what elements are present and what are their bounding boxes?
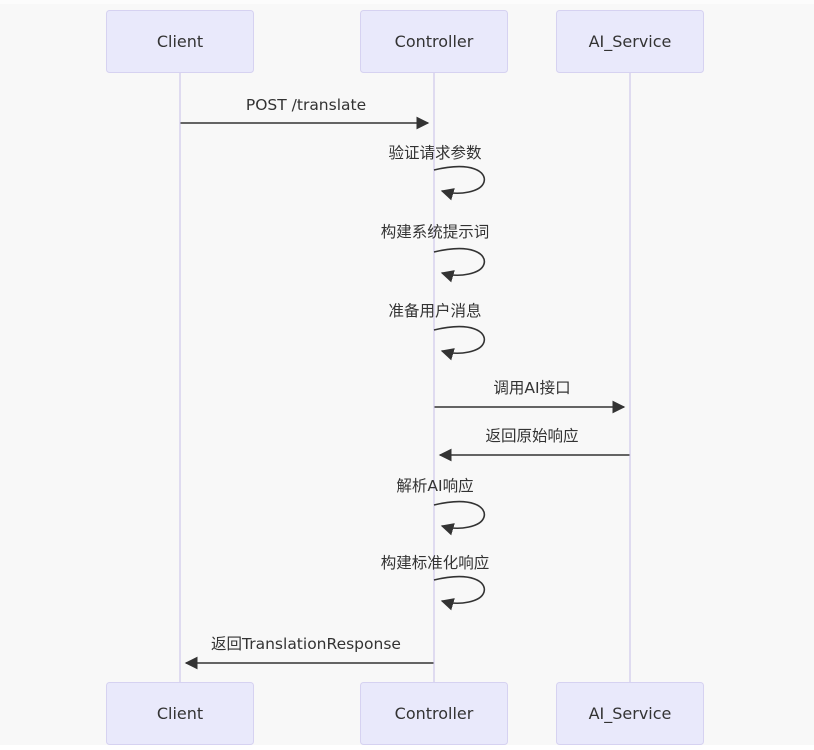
actor-label: Client — [157, 704, 203, 723]
actor-box — [360, 682, 508, 745]
message-label-prepare-user-message: 准备用户消息 — [388, 302, 481, 320]
actor-bottom-ai-service: AI_Service — [556, 682, 704, 745]
actor-box — [106, 682, 254, 745]
message-label-post-translate: POST /translate — [246, 96, 366, 114]
actor-bottom-client: Client — [106, 682, 254, 745]
actor-top-client: Client — [106, 10, 254, 73]
message-label-return-translation-response: 返回TranslationResponse — [211, 635, 401, 653]
actor-box — [556, 10, 704, 73]
actor-box — [360, 10, 508, 73]
message-label-parse-ai-response: 解析AI响应 — [396, 476, 473, 495]
message-label-validate-params: 验证请求参数 — [388, 144, 482, 162]
actor-label: Client — [157, 32, 203, 51]
actor-label: Controller — [395, 32, 474, 51]
self-loop-arrow-validate-params — [433, 165, 486, 201]
actor-box — [106, 10, 254, 73]
background-top-strip — [0, 0, 814, 4]
actor-bottom-controller: Controller — [360, 682, 508, 745]
actor-top-ai-service: AI_Service — [556, 10, 704, 73]
self-loop-arrow-prepare-user-message — [433, 325, 486, 361]
self-loop-arrow-parse-ai-response — [433, 500, 486, 536]
actor-box — [556, 682, 704, 745]
self-loop-arrow-build-system-prompt — [433, 247, 486, 283]
actor-top-controller: Controller — [360, 10, 508, 73]
message-label-build-standard-response: 构建标准化响应 — [381, 553, 490, 572]
actor-label: AI_Service — [589, 32, 672, 52]
actor-label: AI_Service — [589, 704, 672, 724]
self-loop-arrow-build-standard-response — [433, 575, 486, 611]
message-label-build-system-prompt: 构建系统提示词 — [381, 223, 490, 241]
message-label-return-raw-response: 返回原始响应 — [485, 426, 578, 445]
message-label-call-ai-api: 调用AI接口 — [493, 379, 570, 397]
actor-label: Controller — [395, 704, 474, 723]
